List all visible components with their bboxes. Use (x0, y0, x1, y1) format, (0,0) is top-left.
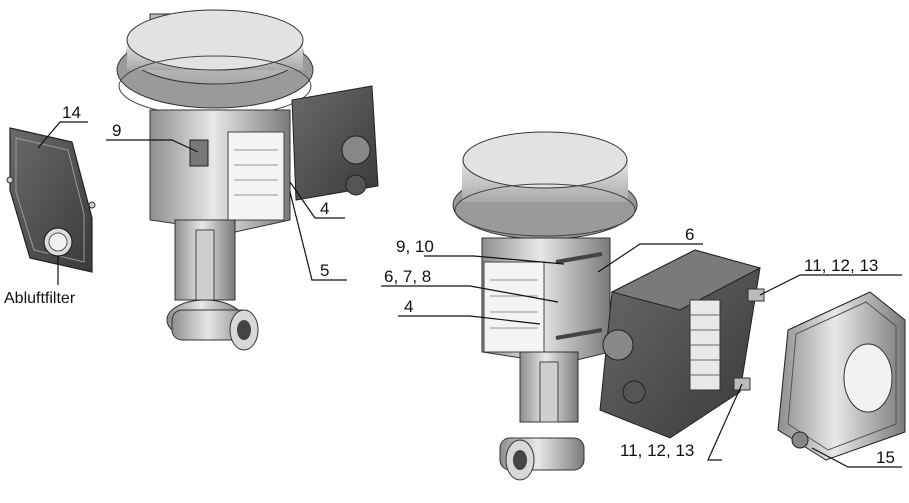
leader-6-7-8 (381, 285, 559, 303)
callout-abluftfilter: Abluftfilter (4, 290, 76, 307)
callout-9-left: 9 (112, 121, 121, 140)
leader-15 (811, 447, 902, 468)
right-yoke (481, 237, 611, 365)
callout-14: 14 (62, 103, 81, 122)
callout-11-12-13-bottom: 11, 12, 13 (620, 441, 694, 460)
fitting-upper (747, 288, 765, 302)
left-valve-body (166, 219, 259, 351)
right-actuator (452, 131, 638, 240)
leader-4-left (289, 181, 345, 219)
leader-9-10 (424, 255, 565, 265)
leader-9-left (106, 139, 199, 153)
callout-11-12-13-top: 11, 12, 13 (804, 256, 878, 275)
positioner-cover (777, 291, 906, 461)
left-yoke (149, 109, 291, 233)
exhaust-filter (43, 227, 73, 257)
leader-6-top (597, 243, 703, 273)
positioner-housing (599, 249, 762, 439)
leader-5-left (289, 191, 347, 281)
left-actuator (116, 9, 314, 117)
callout-labels: 14 Abluftfilter 9 4 5 6 9, 10 6, 7, 8 4 … (4, 103, 895, 467)
callout-15: 15 (876, 448, 895, 467)
callout-6-7-8: 6, 7, 8 (384, 267, 431, 286)
leader-lines (37, 121, 902, 468)
leader-11-12-13-bottom (707, 383, 743, 461)
leader-14 (37, 121, 88, 149)
callout-9-10: 9, 10 (396, 237, 434, 256)
leader-11-12-13-top (759, 274, 902, 296)
leader-4-right (398, 315, 541, 325)
left-positioner-housing (291, 85, 379, 201)
right-valve-body (499, 351, 585, 481)
cover-part-14 (6, 127, 96, 273)
callout-4-left: 4 (320, 199, 329, 218)
callout-5-left: 5 (320, 261, 329, 280)
callout-6-top: 6 (685, 225, 694, 244)
callout-4-right: 4 (404, 297, 413, 316)
